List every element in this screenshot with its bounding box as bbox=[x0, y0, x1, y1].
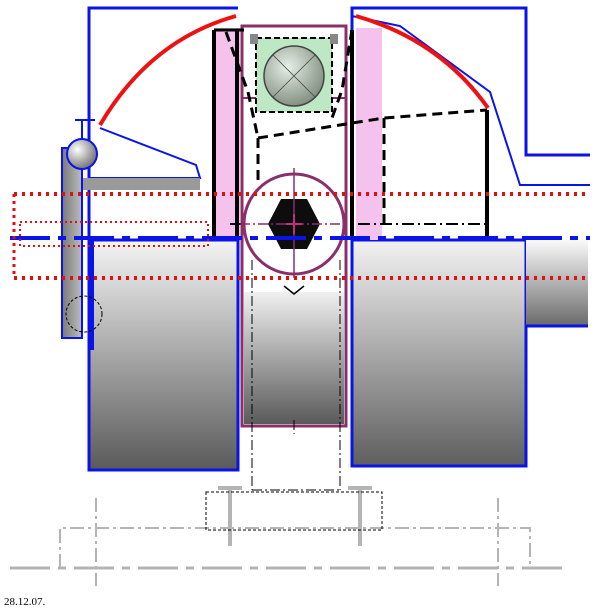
ring-ball-icon bbox=[66, 138, 98, 170]
right-output-shaft bbox=[526, 240, 588, 326]
ball-cage-cap-right bbox=[330, 34, 338, 44]
date-caption: 28.12.07. bbox=[4, 596, 46, 608]
dashed-hole-circle bbox=[65, 295, 103, 333]
red-dotted-envelope bbox=[12, 192, 590, 280]
right-inner-cone bbox=[351, 15, 590, 186]
ball-cage bbox=[250, 34, 338, 113]
left-shaft-step bbox=[62, 178, 200, 190]
ghost-assembly bbox=[10, 486, 570, 586]
left-inner-cone bbox=[89, 127, 202, 179]
center-guides bbox=[251, 260, 341, 491]
center-lower-block bbox=[244, 292, 344, 424]
left-flange-plate bbox=[61, 147, 83, 339]
ball-cage-cap-left bbox=[250, 34, 258, 44]
right-housing-body bbox=[350, 238, 528, 468]
hex-joint bbox=[240, 168, 348, 295]
left-seal-arc bbox=[98, 14, 237, 127]
left-housing bbox=[61, 6, 240, 472]
right-housing-upper-outline bbox=[350, 6, 590, 240]
right-seal-arc bbox=[355, 14, 490, 110]
right-pink-section bbox=[356, 28, 382, 240]
left-housing-body bbox=[87, 238, 240, 472]
black-lines bbox=[212, 28, 489, 240]
